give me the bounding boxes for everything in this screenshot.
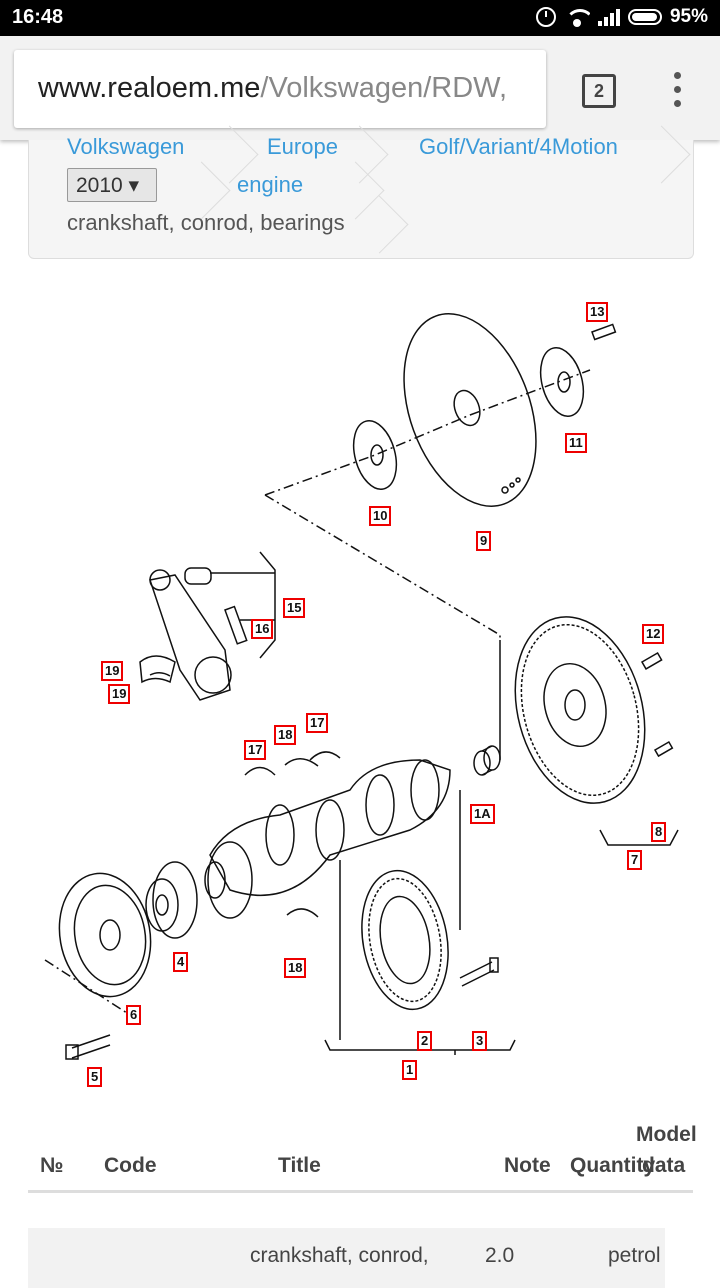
callout-18-bottom[interactable]: 18: [284, 958, 307, 978]
callout-10[interactable]: 10: [369, 506, 392, 526]
alarm-icon: [535, 7, 556, 27]
table-row[interactable]: crankshaft, conrod, 2.0 petrol: [28, 1228, 665, 1288]
url-host: www.realoem.me: [38, 72, 261, 104]
callout-5[interactable]: 5: [87, 1067, 103, 1087]
callout-1A[interactable]: 1A: [470, 804, 495, 824]
battery-level: 95%: [669, 6, 708, 27]
column-header-model-data-line1: Model: [636, 1123, 697, 1146]
callout-11[interactable]: 11: [565, 433, 587, 453]
column-header-no: №: [40, 1154, 64, 1177]
callout-3[interactable]: 3: [472, 1031, 488, 1051]
callout-2[interactable]: 2: [417, 1031, 433, 1051]
status-bar: 16:48 95%: [0, 0, 720, 36]
overflow-menu-icon[interactable]: [668, 72, 688, 108]
breadcrumb: Volkswagen Europe Golf/Variant/4Motion 2…: [28, 125, 694, 259]
column-header-code: Code: [104, 1154, 157, 1177]
breadcrumb-current: crankshaft, conrod, bearings: [67, 210, 345, 235]
parts-table-header: № Code Title Note Quantity Model data: [28, 1120, 697, 1193]
callout-4[interactable]: 4: [173, 952, 189, 972]
row-note: 2.0: [485, 1244, 515, 1267]
tab-switcher-button[interactable]: 2: [582, 74, 616, 108]
callout-1[interactable]: 1: [402, 1060, 418, 1080]
address-bar[interactable]: www.realoem.me/Volkswagen/RDW,: [14, 50, 546, 128]
column-header-note: Note: [504, 1154, 551, 1177]
callout-8[interactable]: 8: [651, 822, 667, 842]
callout-6[interactable]: 6: [126, 1005, 142, 1025]
callout-19-top[interactable]: 19: [101, 661, 124, 681]
callout-17-right[interactable]: 17: [306, 713, 329, 733]
callout-17-left[interactable]: 17: [244, 740, 267, 760]
breadcrumb-region[interactable]: Europe: [267, 134, 338, 159]
column-header-quantity: Quantity: [570, 1154, 656, 1177]
status-time: 16:48: [12, 6, 64, 28]
callout-7[interactable]: 7: [627, 850, 643, 870]
battery-icon: [627, 9, 662, 25]
callout-16[interactable]: 16: [251, 619, 274, 639]
column-header-title: Title: [278, 1154, 321, 1177]
callout-13[interactable]: 13: [586, 302, 609, 322]
breadcrumb-section[interactable]: engine: [237, 172, 304, 197]
callout-19-bottom[interactable]: 19: [108, 684, 131, 704]
callout-18-top[interactable]: 18: [274, 725, 297, 745]
breadcrumb-model[interactable]: Golf/Variant/4Motion: [419, 134, 618, 159]
browser-toolbar: www.realoem.me/Volkswagen/RDW, 2: [0, 36, 720, 140]
row-model-data: petrol: [608, 1244, 661, 1267]
year-select[interactable]: 2010 ▾: [67, 168, 157, 202]
callout-12[interactable]: 12: [642, 624, 665, 644]
callout-15[interactable]: 15: [283, 598, 306, 618]
signal-icon: [597, 8, 620, 26]
column-header-model-data-line2: data: [642, 1154, 686, 1177]
breadcrumb-make[interactable]: Volkswagen: [67, 134, 185, 159]
wifi-icon: [564, 7, 590, 27]
row-title: crankshaft, conrod,: [250, 1244, 429, 1267]
callout-9[interactable]: 9: [476, 531, 492, 551]
url-path: /Volkswagen/RDW,: [260, 72, 508, 104]
status-icons: 95%: [535, 6, 708, 28]
